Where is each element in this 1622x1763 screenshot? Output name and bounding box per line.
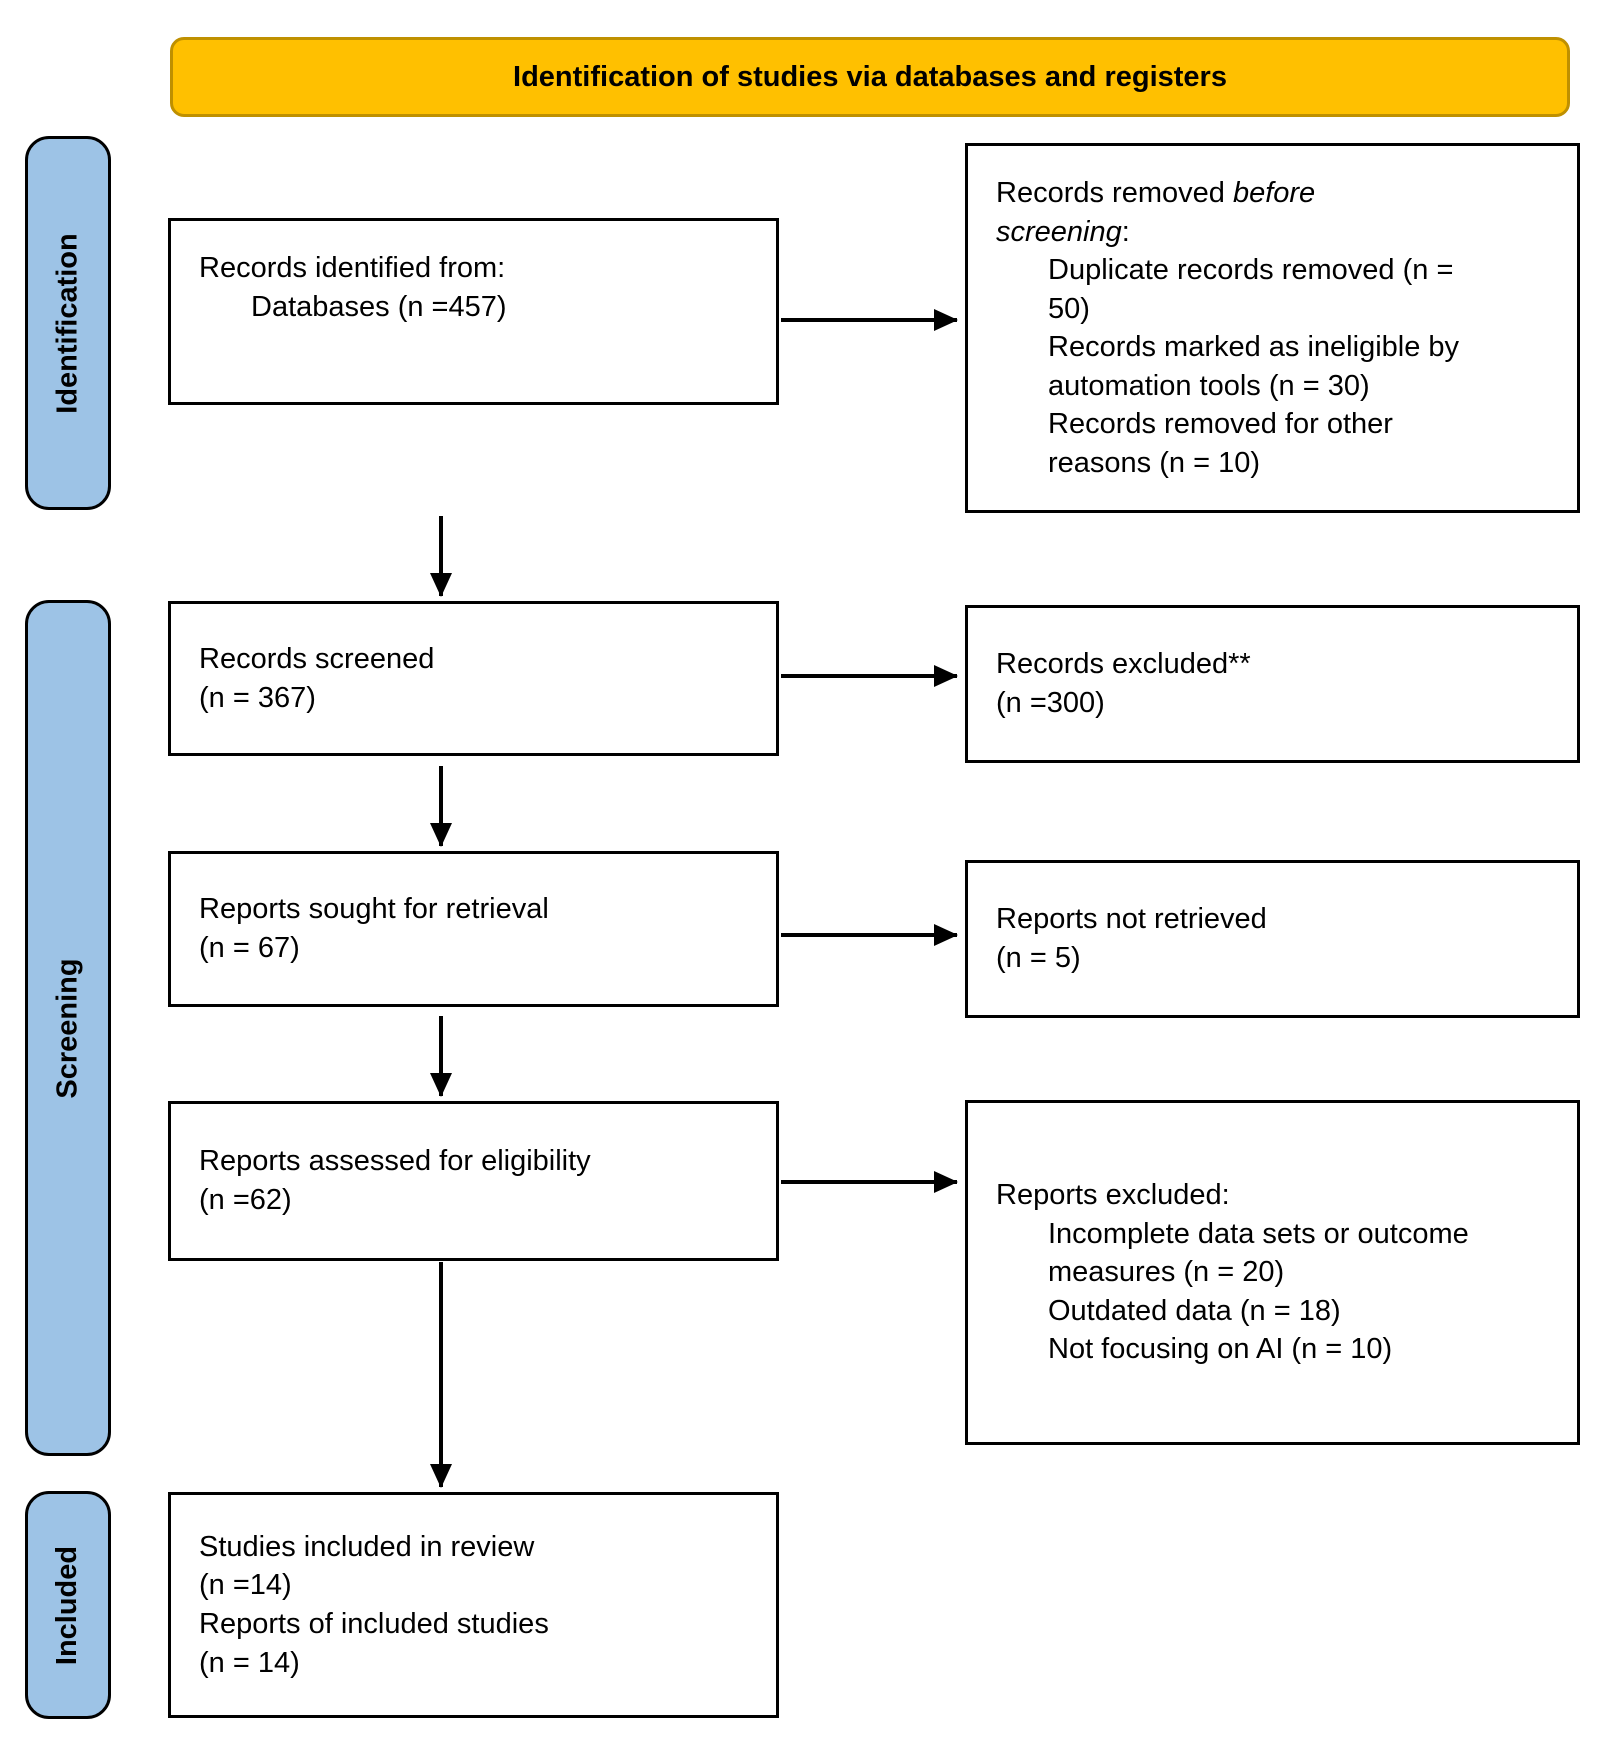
text-line-indented: Duplicate records removed (n = 50) <box>1048 254 1454 325</box>
box-reports-not-retrieved: Reports not retrieved (n = 5) <box>965 860 1580 1018</box>
stage-screening: Screening <box>25 600 111 1456</box>
text-line: (n =62) <box>199 1184 292 1216</box>
box-content: Reports sought for retrieval (n = 67) <box>171 890 776 967</box>
text-line: Reports of included studies <box>199 1608 549 1640</box>
text-line-indented: Incomplete data sets or outcome measures… <box>1048 1217 1469 1289</box>
text-line: screening: <box>996 215 1130 248</box>
stage-included: Included <box>25 1491 111 1719</box>
box-studies-included: Studies included in review (n =14) Repor… <box>168 1492 779 1718</box>
box-content: Records removed before screening: Duplic… <box>968 146 1577 483</box>
box-content: Records screened (n = 367) <box>171 640 776 717</box>
italic-text: before <box>1232 177 1316 209</box>
stage-label: Screening <box>51 957 84 1099</box>
box-content: Studies included in review (n =14) Repor… <box>171 1528 776 1682</box>
banner: Identification of studies via databases … <box>170 37 1570 117</box>
text-line: Reports assessed for eligibility <box>199 1145 591 1178</box>
box-records-removed: Records removed before screening: Duplic… <box>965 143 1580 513</box>
text-line: (n = 367) <box>199 681 316 714</box>
text-line: Records screened <box>199 642 435 675</box>
text-line-indented: Outdated data (n = 18) <box>1048 1294 1341 1327</box>
box-reports-assessed: Reports assessed for eligibility (n =62) <box>168 1101 779 1261</box>
text-line-indented: Records marked as ineligible by automati… <box>1048 331 1460 402</box>
text-line: (n = 67) <box>199 932 300 964</box>
text-line: Records removed before <box>996 177 1316 209</box>
stage-identification: Identification <box>25 136 111 510</box>
text-line-indented: Databases (n =457) <box>251 290 507 323</box>
text-line: (n = 14) <box>199 1646 300 1679</box>
box-reports-sought: Reports sought for retrieval (n = 67) <box>168 851 779 1007</box>
box-content: Reports excluded: Incomplete data sets o… <box>968 1176 1577 1369</box>
box-records-excluded: Records excluded** (n =300) <box>965 605 1580 763</box>
box-content: Records excluded** (n =300) <box>968 645 1577 722</box>
box-content: Records identified from: Databases (n =4… <box>171 221 776 326</box>
box-content: Reports not retrieved (n = 5) <box>968 900 1577 977</box>
text-line: Records identified from: <box>199 252 506 284</box>
stage-label: Included <box>51 1545 84 1665</box>
stage-label: Identification <box>51 232 84 414</box>
box-records-identified: Records identified from: Databases (n =4… <box>168 218 779 405</box>
banner-title: Identification of studies via databases … <box>513 60 1227 93</box>
text-line: Reports not retrieved <box>996 903 1267 936</box>
text-line: (n = 5) <box>996 942 1081 974</box>
text-line: Reports excluded: <box>996 1179 1230 1212</box>
text-line-indented: Not focusing on AI (n = 10) <box>1048 1333 1393 1366</box>
text-line: Records excluded** <box>996 648 1251 681</box>
text-line: Reports sought for retrieval <box>199 893 549 926</box>
box-content: Reports assessed for eligibility (n =62) <box>171 1142 776 1219</box>
box-reports-excluded: Reports excluded: Incomplete data sets o… <box>965 1100 1580 1445</box>
text-line-indented: Records removed for other reasons (n = 1… <box>1048 408 1393 479</box>
italic-text: screening <box>996 215 1122 248</box>
text-line: (n =300) <box>996 687 1105 719</box>
box-records-screened: Records screened (n = 367) <box>168 601 779 756</box>
text-line: (n =14) <box>199 1569 292 1602</box>
text-line: Studies included in review <box>199 1530 535 1563</box>
